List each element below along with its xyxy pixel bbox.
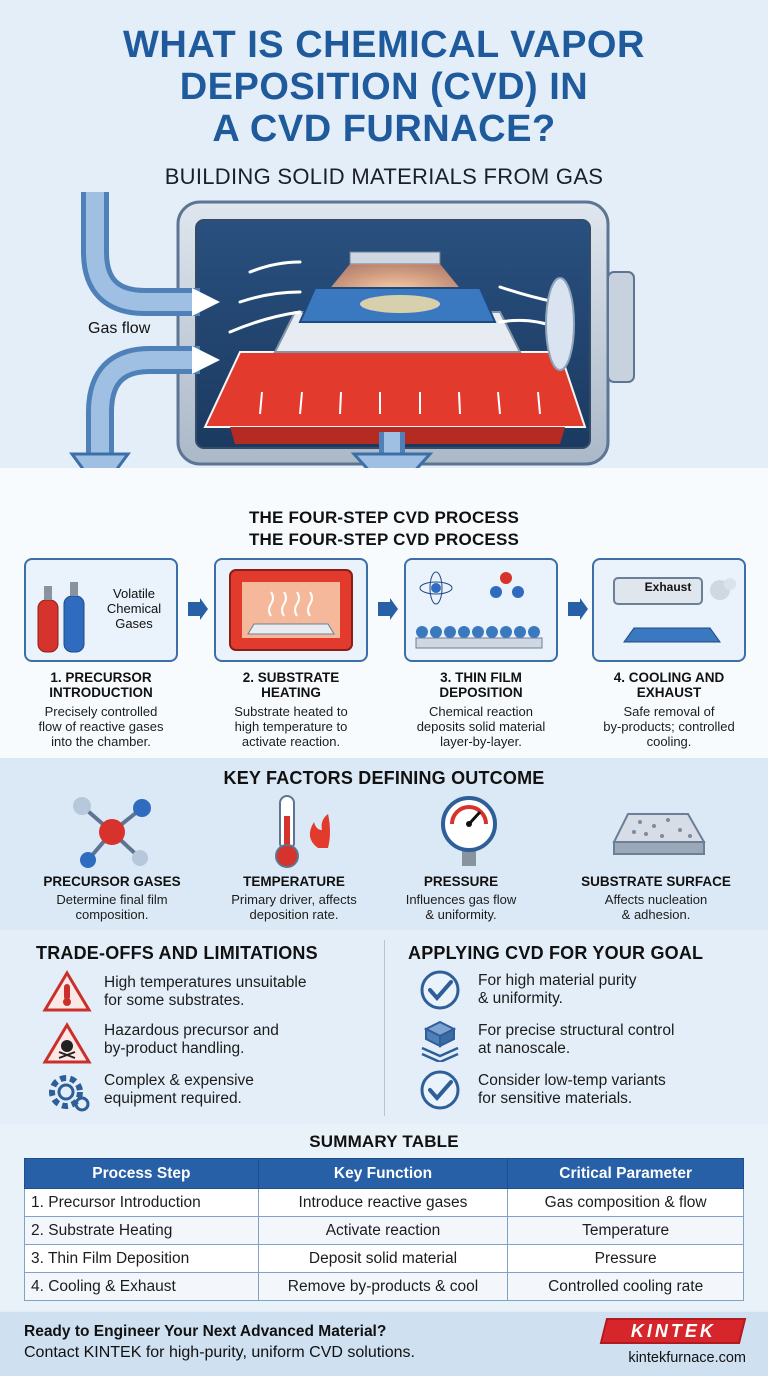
table-cell: Deposit solid material [257,1244,509,1273]
step-1-desc: Precisely controlled flow of reactive ga… [38,704,164,749]
process-title-2: THE FOUR-STEP CVD PROCESS [248,530,520,549]
table-cell: Gas composition & flow [507,1188,744,1217]
table-row: 4. Cooling & Exhaust Remove by-products … [24,1272,744,1301]
cvd-furnace-illustration [69,192,635,499]
kintek-logo[interactable]: KINTEK [599,1318,747,1344]
table-row: 2. Substrate Heating Activate reaction T… [24,1216,744,1245]
key-factor-temperature-name: TEMPERATURE [243,874,345,889]
table-cell: Remove by-products & cool [257,1272,509,1301]
exhaust-label: Exhaust [644,580,692,594]
arrow-right-icon [568,598,588,620]
table-cell: 2. Substrate Heating [24,1216,259,1245]
arrow-right-icon [188,598,208,620]
step-3-desc: Chemical reaction deposits solid materia… [416,704,546,749]
applying-2: For precise structural control at nanosc… [478,1022,675,1057]
thermometer-icon [275,795,330,868]
exhaust-port [607,271,635,383]
table-cell: Controlled cooling rate [507,1272,744,1301]
key-factor-substrate-name: SUBSTRATE SURFACE [581,874,731,889]
footer-subline: Contact KINTEK for high-purity, uniform … [24,1344,415,1361]
table-row: 1. Precursor Introduction Introduce reac… [24,1188,744,1217]
table-cell: 4. Cooling & Exhaust [24,1272,259,1301]
table-header: Critical Parameter [507,1158,744,1189]
step-4-desc: Safe removal of by-products; controlled … [603,704,735,749]
step-3-name: 3. THIN FILM DEPOSITION [439,670,523,700]
table-header-row: Process Step Key Function Critical Param… [24,1158,744,1189]
step-2-box [214,558,368,662]
gear-icon [49,1075,90,1112]
table-cell: Temperature [507,1216,744,1245]
key-factor-pressure-desc: Influences gas flow & uniformity. [405,892,517,922]
step-3-box [404,558,558,662]
arrow-right-icon [378,598,398,620]
page-title: WHAT IS CHEMICAL VAPOR DEPOSITION (CVD) … [123,24,645,150]
website-link[interactable]: kintekfurnace.com [628,1350,746,1366]
summary-table: Process Step Key Function Critical Param… [24,1158,744,1301]
key-factor-substrate-desc: Affects nucleation & adhesion. [604,892,708,922]
substrate-surface-icon [612,813,706,855]
table-cell: 1. Precursor Introduction [24,1188,259,1217]
applying-title: APPLYING CVD FOR YOUR GOAL [408,943,704,963]
step-4-name: 4. COOLING AND EXHAUST [613,670,725,700]
table-header: Key Function [257,1158,509,1189]
layers-cube-icon [421,1020,459,1062]
gas-flow-label: Gas flow [88,320,151,337]
step-4-box [592,558,746,662]
table-cell: Pressure [507,1244,744,1273]
step-1-box [24,558,178,662]
table-cell: Activate reaction [257,1216,509,1245]
applying-3: Consider low-temp variants for sensitive… [478,1072,666,1107]
tradeoff-1: High temperatures unsuitable for some su… [104,974,307,1009]
tradeoff-3: Complex & expensive equipment required. [104,1072,254,1107]
key-factor-temperature-desc: Primary driver, affects deposition rate. [231,892,357,922]
column-divider [384,940,385,1116]
page-subtitle: BUILDING SOLID MATERIALS FROM GAS [164,164,604,189]
checkmark-icon [420,1070,460,1110]
key-factor-pressure-name: PRESSURE [423,874,499,889]
molecule-icon [73,797,151,868]
step-2-desc: Substrate heated to high temperature to … [234,704,348,749]
step-1-box-label: Volatile Chemical Gases [106,586,162,631]
summary-title: SUMMARY TABLE [309,1132,459,1151]
step-1-name: 1. PRECURSOR INTRODUCTION [49,670,153,700]
hazard-skull-icon [42,1022,92,1064]
process-title-1: THE FOUR-STEP CVD PROCESS [248,508,520,527]
tradeoffs-title: TRADE-OFFS AND LIMITATIONS [36,943,318,963]
tradeoff-2: Hazardous precursor and by-product handl… [104,1022,279,1057]
key-factors-title: KEY FACTORS DEFINING OUTCOME [223,768,545,788]
footer-headline: Ready to Engineer Your Next Advanced Mat… [24,1323,387,1340]
pressure-gauge-icon [441,796,497,866]
high-temperature-warning-icon [42,970,92,1012]
key-factor-precursor-desc: Determine final film composition. [56,892,168,922]
checkmark-icon [420,970,460,1010]
applying-1: For high material purity & uniformity. [478,972,637,1007]
table-header: Process Step [24,1158,259,1189]
table-cell: Introduce reactive gases [257,1188,509,1217]
heater-plate [203,351,587,428]
key-factor-precursor-name: PRECURSOR GASES [43,874,181,889]
table-cell: 3. Thin Film Deposition [24,1244,259,1273]
table-row: 3. Thin Film Deposition Deposit solid ma… [24,1244,744,1273]
step-2-name: 2. SUBSTRATE HEATING [242,670,340,700]
